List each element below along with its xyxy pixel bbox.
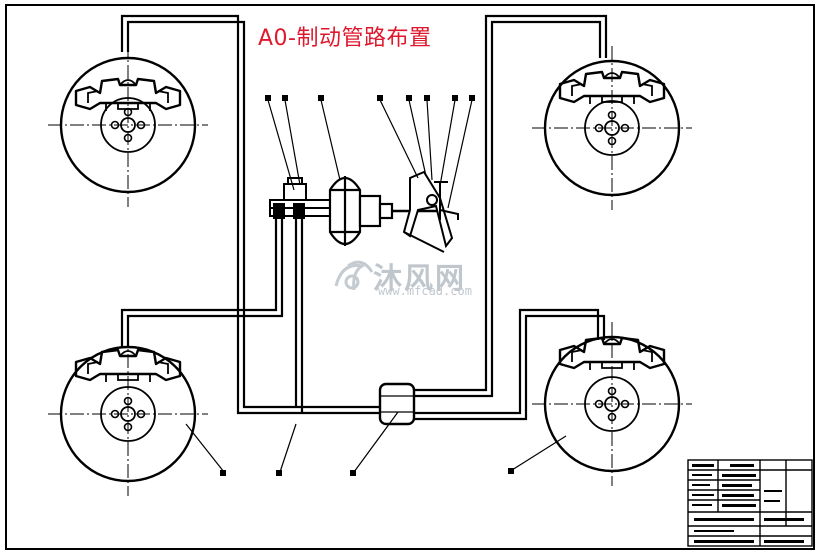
watermark-url: www.mfcad.com (378, 284, 472, 298)
proportioning-valve (378, 382, 416, 426)
brake-pedal (402, 170, 459, 253)
bottom-leader-lines (185, 411, 567, 473)
brake-lines (120, 14, 608, 421)
top-leader-dots (265, 95, 475, 101)
master-cylinder (269, 177, 331, 219)
bottom-leader-dots (220, 468, 514, 476)
front-right-disc-brake (530, 44, 694, 212)
title-block-text-marks (692, 464, 804, 543)
rear-left-disc-brake (46, 330, 210, 498)
watermark-brand: 沐风网 (373, 261, 467, 295)
title-block (687, 459, 813, 547)
drawing-border (5, 4, 815, 550)
front-left-disc-brake (46, 41, 210, 209)
rear-right-disc-brake (530, 320, 694, 488)
watermark-logo (334, 260, 374, 291)
drawing-title: A0-制动管路布置 (258, 26, 432, 51)
top-leader-lines (267, 99, 473, 209)
